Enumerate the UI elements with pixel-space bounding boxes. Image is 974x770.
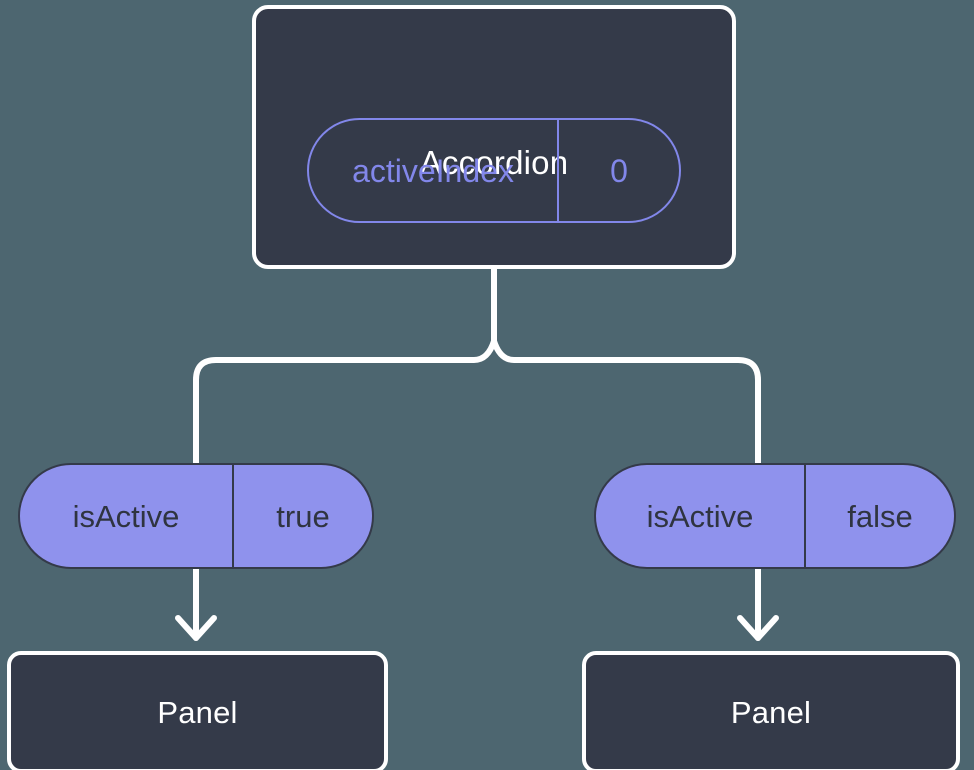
node-panel-right[interactable]: Panel — [582, 651, 960, 770]
node-panel-left[interactable]: Panel — [7, 651, 388, 770]
prop-badge-is-active-true-value: true — [276, 498, 330, 534]
node-panel-right-label: Panel — [730, 694, 812, 730]
prop-badge-is-active-true[interactable]: isActive true — [18, 463, 374, 569]
state-badge-active-index-value: 0 — [610, 152, 628, 189]
prop-badge-is-active-true-key: isActive — [20, 465, 234, 567]
arrowhead-left-icon — [175, 615, 217, 641]
prop-badge-is-active-false[interactable]: isActive false — [594, 463, 956, 569]
state-badge-active-index[interactable]: activeIndex 0 — [307, 118, 681, 223]
node-panel-left-label: Panel — [157, 694, 238, 730]
prop-badge-is-active-false-key: isActive — [596, 465, 806, 567]
prop-badge-is-active-false-value: false — [847, 498, 913, 534]
arrowhead-right-icon — [737, 615, 779, 641]
state-badge-active-index-key: activeIndex — [309, 120, 559, 221]
